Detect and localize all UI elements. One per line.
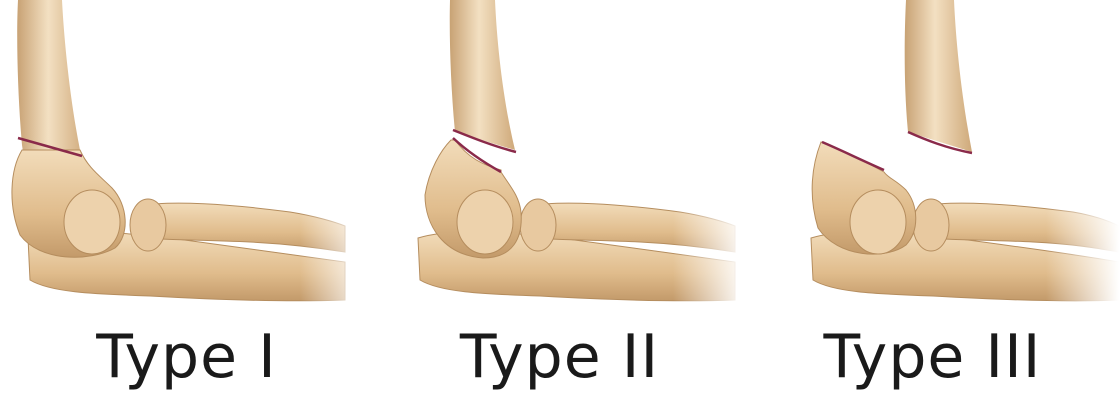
panel-label: Type II [373,322,746,392]
elbow-illustration-type-1 [0,0,373,320]
panel-label: Type III [746,322,1119,392]
panel-type-3: Type III [746,0,1119,399]
trochlea [850,190,906,254]
elbow-illustration-type-2 [373,0,746,320]
radial-head [520,199,556,251]
panel-type-2: Type II [373,0,746,399]
panel-label: Type I [0,322,373,392]
humerus-shaft [450,0,515,150]
humerus-shaft [905,0,972,152]
elbow-illustration-type-3 [746,0,1119,320]
trochlea [64,190,120,254]
trochlea [457,190,513,254]
panel-type-1: Type I [0,0,373,399]
radial-head [913,199,949,251]
radial-head [130,199,166,251]
